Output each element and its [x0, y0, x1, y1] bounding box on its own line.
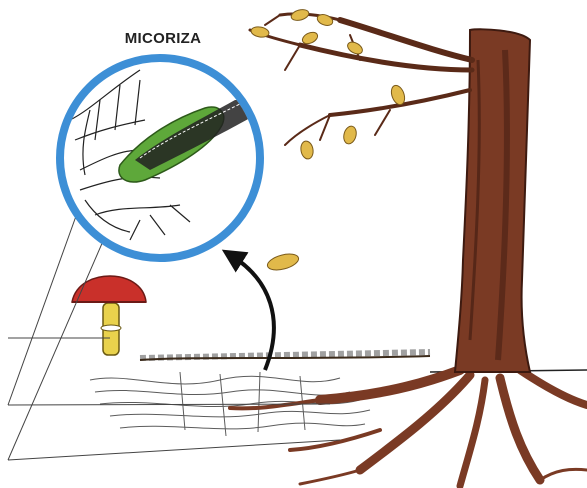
tree [230, 8, 587, 486]
magnifier-lens [60, 58, 260, 258]
tree-trunk [455, 29, 530, 372]
leaf-icon [300, 140, 315, 160]
leaf-icon [290, 8, 310, 22]
leaf-icon [342, 125, 358, 145]
tree-branches [250, 14, 472, 145]
tree-roots [230, 370, 587, 486]
leaf-icon [266, 251, 301, 273]
leaf-icon [250, 26, 269, 39]
tree-leaves [250, 8, 407, 273]
diagram-title: MICORIZA [108, 30, 218, 47]
